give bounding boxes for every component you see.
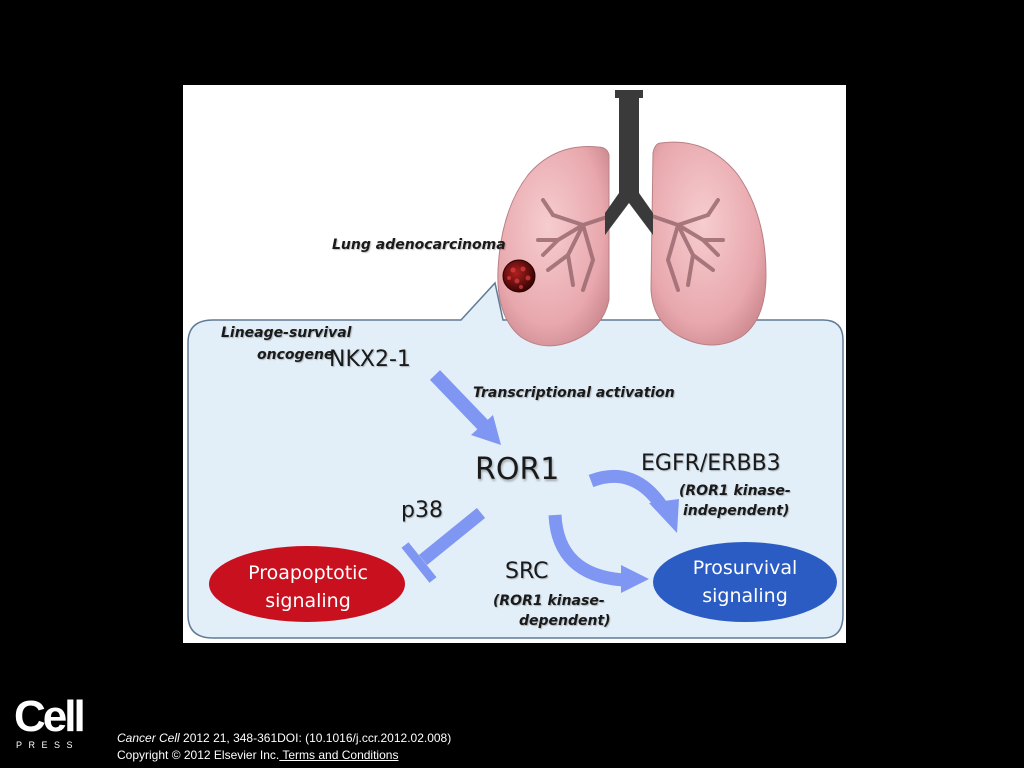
citation-line-1: Cancer Cell 2012 21, 348-361DOI: (10.101… bbox=[117, 730, 451, 747]
arrow-nkx21-ror1-head bbox=[471, 415, 501, 445]
tumor-texture bbox=[507, 266, 531, 289]
inhibit-p38-bar bbox=[401, 542, 437, 583]
proapoptotic-line1: Proapoptotic bbox=[248, 562, 368, 584]
inhibit-p38 bbox=[418, 507, 486, 566]
prosurvival-oval bbox=[653, 542, 837, 622]
label-transcriptional-activation: Transcriptional activation bbox=[473, 385, 675, 401]
cell-press-logo: Cell PRESS bbox=[14, 692, 86, 752]
citation-line-2: Copyright © 2012 Elsevier Inc. Terms and… bbox=[117, 747, 451, 764]
arrow-ror1-egfr-head bbox=[649, 499, 679, 533]
citation-journal: Cancer Cell bbox=[117, 731, 180, 745]
label-oncogene: oncogene bbox=[257, 347, 334, 363]
label-egfr-erbb3: EGFR/ERBB3 bbox=[641, 451, 781, 476]
citation: Cancer Cell 2012 21, 348-361DOI: (10.101… bbox=[117, 730, 451, 764]
prosurvival-line1: Prosurvival bbox=[692, 557, 798, 579]
proapoptotic-oval bbox=[209, 546, 405, 622]
arrow-ror1-src-head bbox=[621, 565, 649, 593]
label-lung-adenocarcinoma: Lung adenocarcinoma bbox=[332, 237, 506, 253]
label-kinase-dependent-2: dependent) bbox=[519, 613, 611, 629]
label-ror1: ROR1 bbox=[475, 452, 560, 487]
pathway-figure: Lung adenocarcinoma Lineage-survival onc… bbox=[183, 85, 846, 643]
callout-panel bbox=[187, 281, 844, 639]
tumor bbox=[502, 259, 536, 293]
label-lineage-survival: Lineage-survival bbox=[221, 325, 352, 341]
trachea bbox=[605, 90, 653, 235]
prosurvival-label: Prosurvival signaling bbox=[655, 554, 835, 610]
arrow-ror1-src bbox=[548, 514, 624, 587]
arrow-nkx21-ror1 bbox=[429, 370, 489, 430]
label-nkx21: NKX2-1 bbox=[329, 347, 411, 372]
bronchial-tree-right bbox=[647, 198, 725, 292]
bronchial-tree-left bbox=[536, 198, 615, 292]
arrow-ror1-egfr bbox=[588, 469, 667, 509]
label-kinase-independent-2: independent) bbox=[683, 503, 790, 519]
label-p38: p38 bbox=[401, 498, 443, 523]
proapoptotic-label: Proapoptotic signaling bbox=[213, 559, 403, 615]
label-src: SRC bbox=[505, 559, 549, 584]
label-kinase-independent-1: (ROR1 kinase- bbox=[679, 483, 791, 499]
prosurvival-line2: signaling bbox=[702, 585, 788, 607]
logo-sub: PRESS bbox=[16, 740, 80, 750]
logo-word: Cell bbox=[14, 692, 86, 741]
citation-copyright: Copyright © 2012 Elsevier Inc. bbox=[117, 748, 280, 762]
citation-details: 2012 21, 348-361DOI: (10.1016/j.ccr.2012… bbox=[179, 731, 452, 745]
terms-and-conditions-link[interactable]: Terms and Conditions bbox=[279, 748, 399, 762]
label-kinase-dependent-1: (ROR1 kinase- bbox=[493, 593, 605, 609]
diagram-graphics bbox=[187, 90, 844, 639]
proapoptotic-line2: signaling bbox=[265, 590, 351, 612]
